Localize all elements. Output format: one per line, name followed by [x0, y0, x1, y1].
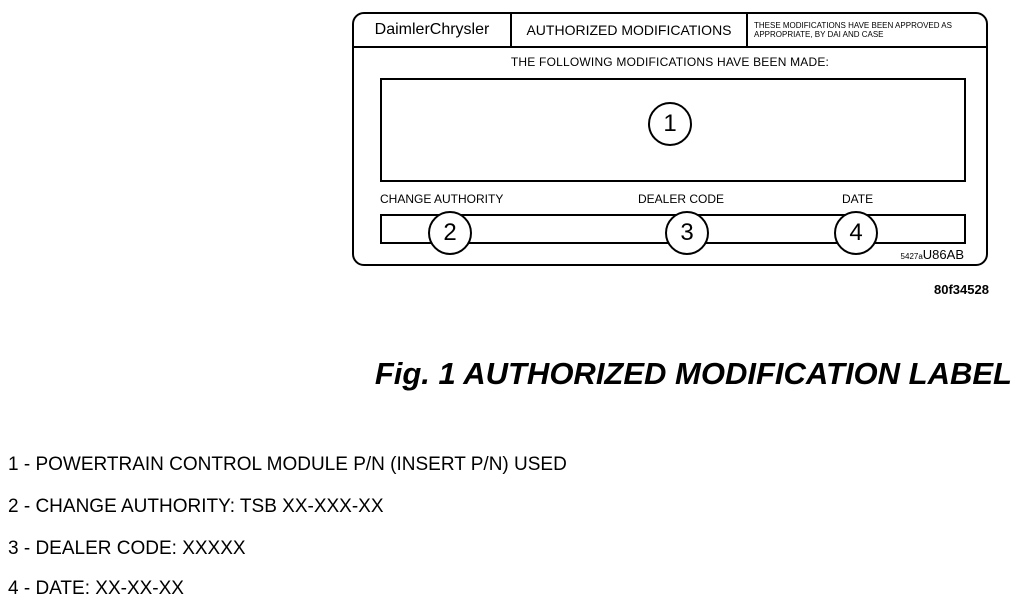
modification-label: DaimlerChrysler AUTHORIZED MODIFICATIONS…	[352, 12, 988, 266]
figure-caption: Fig. 1 AUTHORIZED MODIFICATION LABEL	[374, 356, 1012, 391]
label-title: AUTHORIZED MODIFICATIONS	[512, 14, 748, 46]
figure-id: 80f34528	[934, 282, 989, 297]
part-code-prefix: 5427a	[900, 252, 923, 261]
callout-1: 1	[648, 102, 692, 146]
callout-2: 2	[428, 211, 472, 255]
dealer-code-label: DEALER CODE	[638, 192, 725, 206]
part-code: 5427aU86AB	[901, 247, 964, 262]
legend-item-2: 2 - CHANGE AUTHORITY: TSB XX-XXX-XX	[8, 496, 384, 517]
brand-name: DaimlerChrysler	[354, 14, 512, 46]
part-code-suffix: U86AB	[922, 247, 964, 262]
modifications-box	[380, 78, 966, 182]
modifications-heading: THE FOLLOWING MODIFICATIONS HAVE BEEN MA…	[510, 55, 830, 69]
legend-item-3: 3 - DEALER CODE: XXXXX	[8, 538, 246, 559]
callout-3: 3	[665, 211, 709, 255]
approval-note: THESE MODIFICATIONS HAVE BEEN APPROVED A…	[754, 21, 952, 39]
legend-item-4: 4 - DATE: XX-XX-XX	[8, 578, 184, 599]
legend-item-1: 1 - POWERTRAIN CONTROL MODULE P/N (INSER…	[8, 454, 567, 475]
callout-4: 4	[834, 211, 878, 255]
change-authority-label: CHANGE AUTHORITY	[380, 192, 504, 206]
date-label: DATE	[842, 192, 874, 206]
header-divider	[354, 46, 986, 48]
